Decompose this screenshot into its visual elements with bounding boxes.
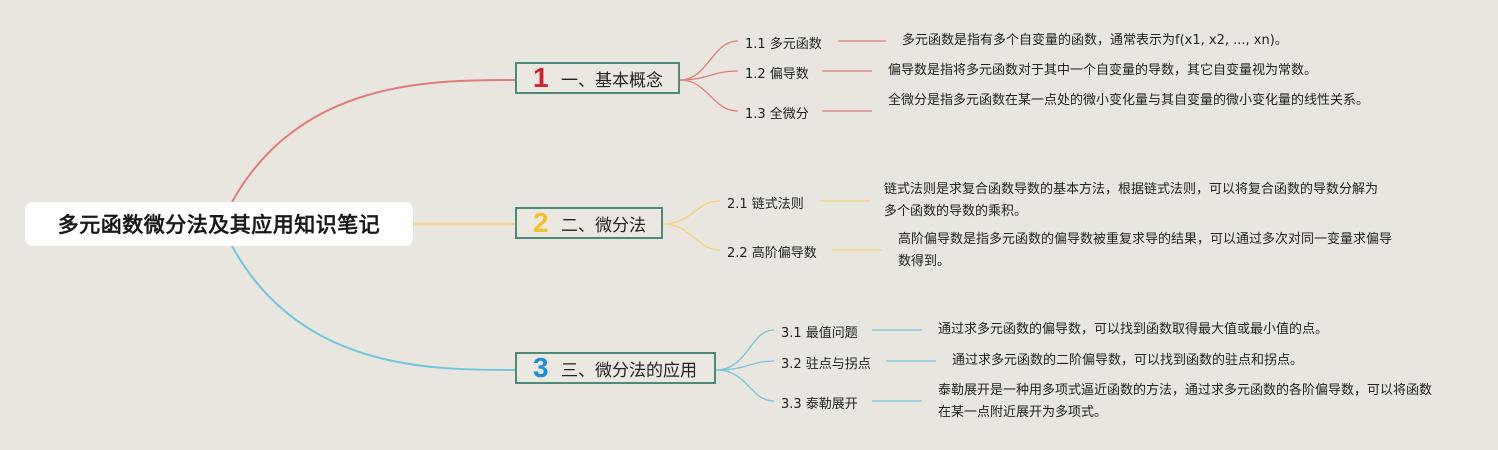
connector-3-3 bbox=[715, 369, 775, 402]
leaf-node-1-1[interactable]: 1.1 多元函数 bbox=[745, 37, 822, 52]
branch-node-3[interactable]: 3 三、微分法的应用 bbox=[515, 352, 716, 384]
leaf-node-3-2[interactable]: 3.2 驻点与拐点 bbox=[781, 357, 871, 372]
connector-1-2 bbox=[679, 70, 739, 81]
leaf-node-3-3[interactable]: 3.3 泰勒展开 bbox=[781, 397, 858, 412]
leaf-desc-3-3: 泰勒展开是一种用多项式逼近函数的方法，通过求多元函数的各阶偏导数，可以将函数在某… bbox=[938, 383, 1433, 420]
leaf-node-2-1[interactable]: 2.1 链式法则 bbox=[727, 197, 804, 212]
leaf-desc-3-2: 通过求多元函数的二阶偏导数，可以找到函数的驻点和拐点。 bbox=[952, 353, 1304, 368]
connector-3-1 bbox=[715, 329, 775, 371]
branch-label-3: 三、微分法的应用 bbox=[561, 360, 697, 381]
connector-3-2 bbox=[715, 360, 775, 371]
branch-label-1: 一、基本概念 bbox=[561, 70, 663, 91]
branch-label-2: 二、微分法 bbox=[561, 215, 646, 236]
leaf-desc-2-1: 链式法则是求复合函数导数的基本方法，根据链式法则，可以将复合函数的导数分解为多个… bbox=[884, 182, 1379, 219]
connector-1-3 bbox=[679, 79, 739, 112]
branch-node-2[interactable]: 2 二、微分法 bbox=[515, 207, 663, 239]
connector-2-1 bbox=[662, 200, 721, 225]
root-node-title[interactable]: 多元函数微分法及其应用知识笔记 bbox=[25, 202, 413, 246]
leaf-node-3-1[interactable]: 3.1 最值问题 bbox=[781, 326, 858, 341]
leaf-desc-2-2: 高阶偏导数是指多元函数的偏导数被重复求导的结果，可以通过多次对同一变量求偏导数得… bbox=[898, 232, 1393, 269]
branch-number-2: 2 bbox=[533, 207, 549, 238]
branch-number-1: 1 bbox=[533, 62, 549, 93]
leaf-desc-1-2: 偏导数是指将多元函数对于其中一个自变量的导数，其它自变量视为常数。 bbox=[888, 63, 1318, 78]
leaf-node-1-2[interactable]: 1.2 偏导数 bbox=[745, 67, 809, 82]
branch-node-1[interactable]: 1 一、基本概念 bbox=[515, 62, 680, 94]
connector-root-branch-3 bbox=[231, 245, 516, 371]
leaf-desc-1-3: 全微分是指多元函数在某一点处的微小变化量与其自变量的微小变化量的线性关系。 bbox=[888, 93, 1370, 108]
leaf-node-2-2[interactable]: 2.2 高阶偏导数 bbox=[727, 246, 817, 261]
leaf-desc-1-1: 多元函数是指有多个自变量的函数，通常表示为f(x1, x2, ..., xn)。 bbox=[902, 33, 1288, 48]
connector-root-branch-1 bbox=[231, 79, 516, 203]
connector-1-1 bbox=[679, 40, 739, 81]
connector-2-2 bbox=[662, 223, 721, 251]
leaf-desc-3-1: 通过求多元函数的偏导数，可以找到函数取得最大值或最小值的点。 bbox=[938, 322, 1329, 337]
branch-number-3: 3 bbox=[533, 352, 549, 383]
leaf-node-1-3[interactable]: 1.3 全微分 bbox=[745, 107, 809, 122]
